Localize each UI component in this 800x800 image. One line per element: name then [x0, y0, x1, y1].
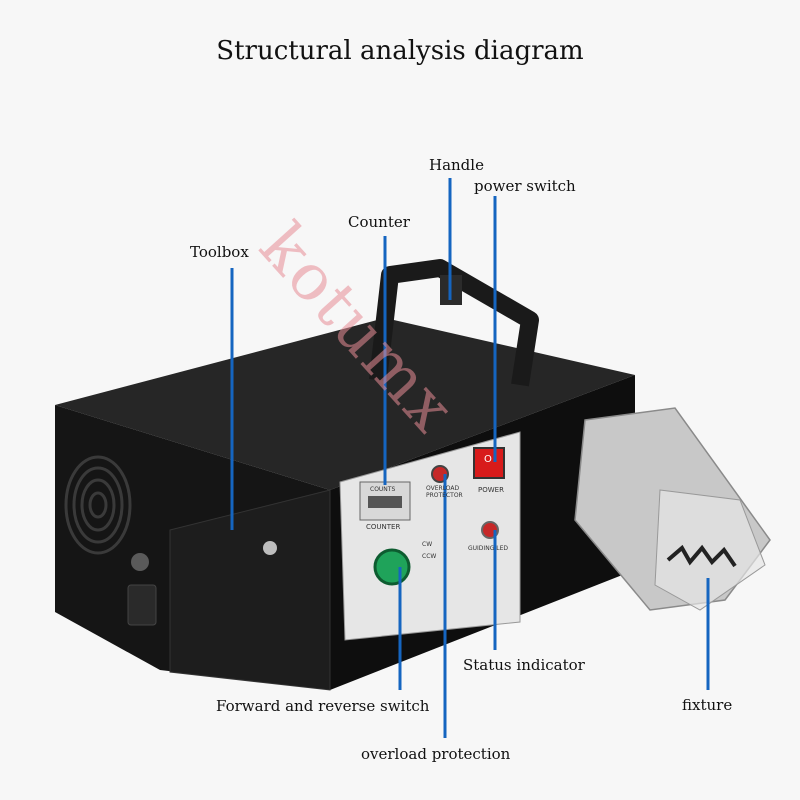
label-handle: Handle — [429, 156, 484, 174]
ccw-caption: CCW — [422, 553, 437, 560]
guiding-led-caption: GUIDING LED — [468, 545, 508, 552]
direction-knob — [373, 548, 411, 586]
toolbox-compartment — [169, 489, 331, 691]
label-fixture: fixture — [682, 696, 733, 714]
counter-caption: COUNTER — [366, 523, 401, 531]
power-rocker-switch — [473, 447, 505, 479]
fan-grille — [64, 455, 132, 555]
toolbox-knob — [263, 541, 277, 555]
counter-digits — [368, 496, 402, 508]
power-socket — [127, 584, 157, 626]
cable-connector — [131, 553, 149, 571]
power-caption: POWER — [478, 486, 504, 494]
label-power-switch: power switch — [474, 177, 576, 195]
leader-lines — [230, 178, 710, 738]
label-counter: Counter — [348, 213, 410, 231]
counts-caption: COUNTS — [370, 486, 396, 493]
power-symbol: O — [484, 454, 492, 465]
label-overload-protection: overload protection — [361, 745, 511, 763]
label-status-indicator: Status indicator — [463, 656, 585, 674]
label-forward-reverse: Forward and reverse switch — [216, 697, 430, 715]
label-toolbox: Toolbox — [190, 243, 249, 261]
fixture-teeth — [666, 544, 737, 568]
fixture-guard — [654, 489, 766, 611]
overload-caption: OVERLOAD PROTECTOR — [426, 485, 463, 499]
diagram-title: Structural analysis diagram — [216, 36, 584, 66]
machine-top — [55, 318, 635, 490]
cw-caption: CW — [422, 541, 433, 548]
